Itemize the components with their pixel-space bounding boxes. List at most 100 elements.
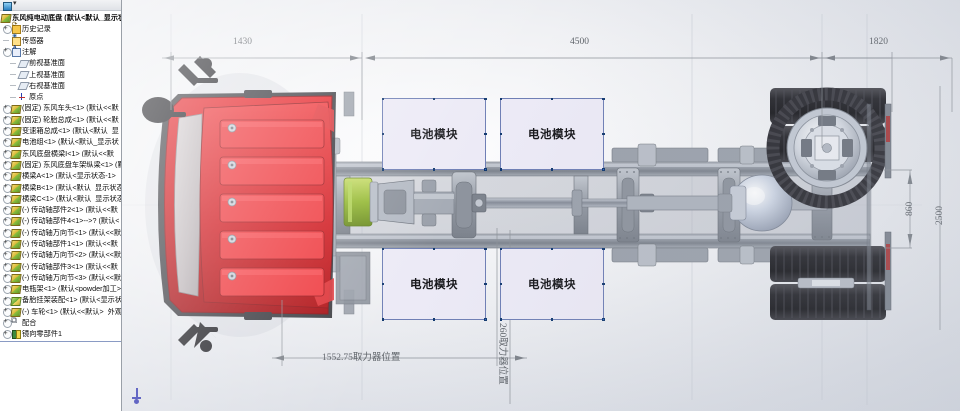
selection-handle[interactable]: [381, 247, 385, 251]
tree-item[interactable]: 横梁A<1> (默认<显示状态-1>: [0, 170, 121, 182]
selection-handle[interactable]: [483, 317, 487, 321]
tree-item[interactable]: 传感器: [0, 34, 121, 46]
tree-item[interactable]: 前视基准面: [0, 57, 121, 68]
selection-handle[interactable]: [483, 282, 487, 286]
expand-toggle-icon[interactable]: [2, 158, 12, 170]
tree-item[interactable]: (固定) 轮胎总成<1> (默认<<默: [0, 113, 121, 125]
selection-handle[interactable]: [601, 132, 605, 136]
tree-item[interactable]: (-) 传动轴部件1<1> (默认<<默: [0, 237, 121, 250]
selection-handle[interactable]: [499, 132, 503, 136]
feature-manager-toolbar[interactable]: [0, 0, 121, 11]
selection-handle[interactable]: [432, 97, 436, 101]
tree-item[interactable]: 电瓶架<1> (默认<powder加工><<: [0, 283, 121, 295]
tree-item[interactable]: 历史记录: [0, 22, 121, 35]
tree-item[interactable]: 横梁B<1> (默认<默认_显示状态: [0, 181, 121, 193]
selection-handle[interactable]: [550, 97, 554, 101]
expand-toggle-icon[interactable]: [2, 271, 12, 283]
graphics-viewport[interactable]: 1430 4500 1820 860 2500 1552.75取力器位置 260…: [122, 0, 960, 411]
tree-item[interactable]: 注解: [0, 45, 121, 58]
expand-toggle-icon[interactable]: [2, 124, 12, 137]
battery-module-rear-right[interactable]: 电池模块: [499, 247, 605, 321]
tree-item[interactable]: (-) 传动轴万向节<3> (默认<<默: [0, 271, 121, 283]
selection-handle[interactable]: [432, 167, 436, 171]
selection-handle[interactable]: [550, 317, 554, 321]
expand-toggle-icon[interactable]: [2, 283, 12, 295]
dimension-track-width[interactable]: 860: [905, 201, 915, 216]
expand-toggle-icon[interactable]: [2, 237, 12, 250]
selection-handle[interactable]: [601, 247, 605, 251]
expand-toggle-icon[interactable]: [2, 226, 12, 238]
selection-handle[interactable]: [601, 97, 605, 101]
dimension-front-overhang[interactable]: 1430: [233, 37, 252, 47]
selection-handle[interactable]: [483, 167, 487, 171]
expand-toggle-icon[interactable]: [2, 305, 12, 317]
tree-item[interactable]: (-) 车轮<1> (默认<<默认>_外观: [0, 305, 121, 317]
expand-toggle-icon[interactable]: [2, 316, 12, 329]
expand-toggle-icon[interactable]: [2, 23, 12, 35]
tree-item[interactable]: 东风底盘横梁Ⅰ<1> (默认<<默: [0, 147, 121, 159]
tree-item[interactable]: (-) 传动轴部件2<1> (默认<<默: [0, 203, 121, 216]
tree-item[interactable]: 镜向零部件1: [0, 328, 121, 340]
battery-module-front-left[interactable]: 电池模块: [381, 97, 487, 171]
expand-toggle-icon[interactable]: [2, 181, 12, 193]
selection-handle[interactable]: [381, 282, 385, 286]
tree-root-item[interactable]: 东风纯电动底盘 (默认<默认_显示状: [0, 12, 121, 23]
expand-toggle-icon[interactable]: [2, 102, 12, 114]
expand-toggle-icon[interactable]: [2, 215, 12, 227]
expand-toggle-icon[interactable]: [2, 147, 12, 159]
selection-handle[interactable]: [432, 247, 436, 251]
tree-item[interactable]: (-) 传动轴部件4<1>-->? (默认<: [0, 215, 121, 227]
expand-toggle-icon[interactable]: [2, 170, 12, 182]
selection-handle[interactable]: [601, 167, 605, 171]
selection-handle[interactable]: [499, 317, 503, 321]
tree-item[interactable]: (固定) 东风底盘车架纵梁<1> (默: [0, 158, 121, 170]
dropdown-arrow-icon[interactable]: [12, 0, 21, 10]
tree-item[interactable]: 右视基准面: [0, 80, 121, 91]
selection-handle[interactable]: [381, 132, 385, 136]
tree-item[interactable]: (固定) 东风车头<1> (默认<<默: [0, 102, 121, 114]
expand-toggle-icon[interactable]: [2, 45, 12, 58]
expand-toggle-icon[interactable]: [2, 136, 12, 148]
battery-module-front-right[interactable]: 电池模块: [499, 97, 605, 171]
feature-manager-panel[interactable]: 东风纯电动底盘 (默认<默认_显示状 历史记录传感器注解前视基准面上视基准面右视…: [0, 0, 122, 411]
feature-tree[interactable]: 东风纯电动底盘 (默认<默认_显示状 历史记录传感器注解前视基准面上视基准面右视…: [0, 11, 121, 342]
dimension-wheelbase[interactable]: 4500: [570, 37, 589, 47]
feature-tree-icon[interactable]: [2, 1, 12, 11]
selection-handle[interactable]: [381, 167, 385, 171]
dimension-rear-overhang[interactable]: 1820: [869, 37, 888, 47]
tree-item[interactable]: 上视基准面: [0, 68, 121, 79]
selection-handle[interactable]: [483, 132, 487, 136]
selection-handle[interactable]: [381, 317, 385, 321]
tree-item[interactable]: 配合: [0, 316, 121, 329]
selection-handle[interactable]: [601, 282, 605, 286]
expand-toggle-icon[interactable]: [2, 260, 12, 272]
selection-handle[interactable]: [483, 97, 487, 101]
tree-item[interactable]: (-) 传动轴万向节<2> (默认<<默: [0, 249, 121, 261]
selection-handle[interactable]: [601, 317, 605, 321]
tree-item[interactable]: (-) 传动轴部件3<1> (默认<<默: [0, 260, 121, 272]
dimension-pto-lateral[interactable]: 260取力器位置: [497, 323, 507, 385]
expand-toggle-icon[interactable]: [2, 192, 12, 204]
tree-item[interactable]: 原点: [0, 91, 121, 102]
dimension-overall-width[interactable]: 2500: [935, 206, 945, 225]
tree-item[interactable]: 横梁C<1> (默认<默认_显示状态: [0, 192, 121, 204]
selection-handle[interactable]: [381, 97, 385, 101]
selection-handle[interactable]: [483, 247, 487, 251]
selection-handle[interactable]: [432, 317, 436, 321]
tree-item[interactable]: 备胎挂架装配<1> (默认<显示状: [0, 294, 121, 306]
selection-handle[interactable]: [499, 282, 503, 286]
battery-module-rear-left[interactable]: 电池模块: [381, 247, 487, 321]
tree-item[interactable]: 电池组<1> (默认<默认_显示状: [0, 136, 121, 148]
selection-handle[interactable]: [550, 167, 554, 171]
expand-toggle-icon[interactable]: [2, 328, 12, 340]
selection-handle[interactable]: [499, 97, 503, 101]
expand-toggle-icon[interactable]: [2, 294, 12, 306]
expand-toggle-icon[interactable]: [2, 249, 12, 261]
dimension-pto-longitudinal[interactable]: 1552.75取力器位置: [322, 353, 401, 363]
expand-toggle-icon[interactable]: [2, 203, 12, 216]
selection-handle[interactable]: [499, 247, 503, 251]
selection-handle[interactable]: [499, 167, 503, 171]
tree-item[interactable]: 变速箱总成<1> (默认<默认_显: [0, 124, 121, 137]
selection-handle[interactable]: [550, 247, 554, 251]
tree-item[interactable]: (-) 传动轴万向节<1> (默认<<默: [0, 226, 121, 238]
